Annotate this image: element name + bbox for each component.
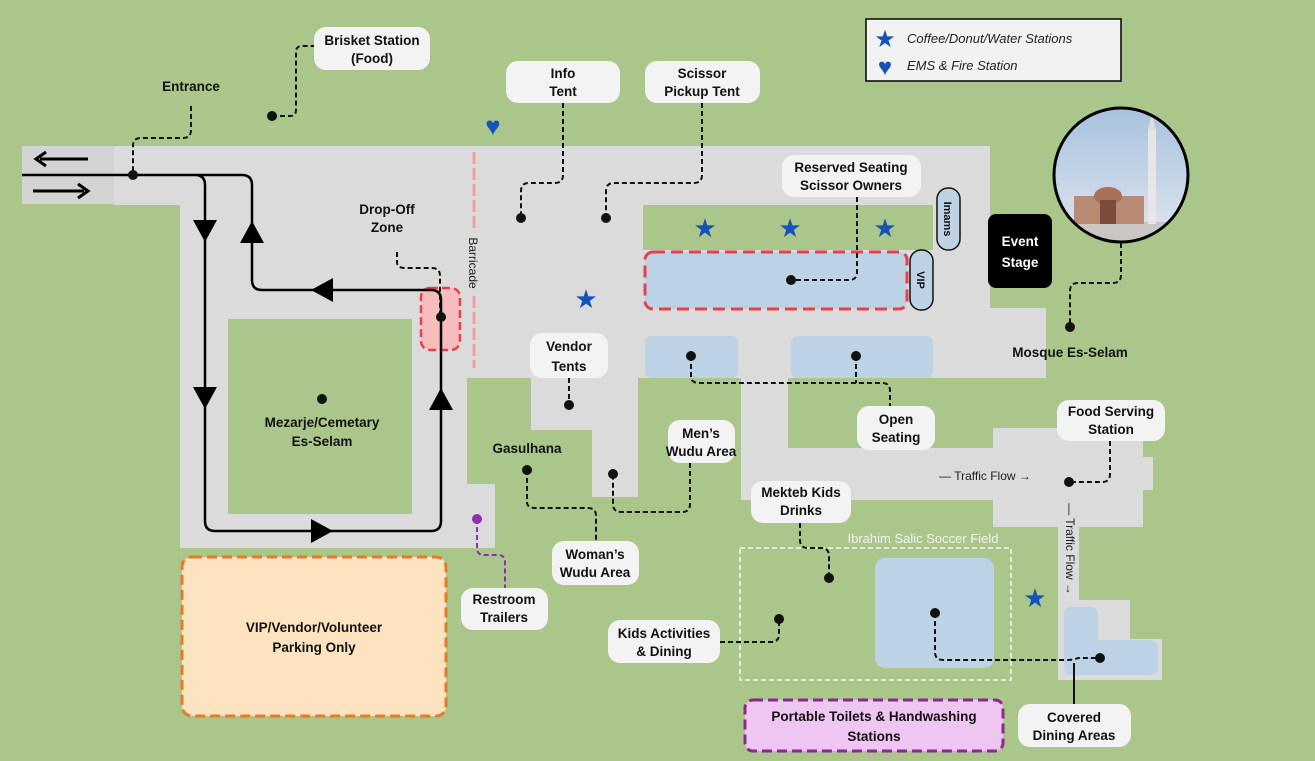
- traffic-flow-horizontal: — Traffic Flow →: [939, 469, 1031, 483]
- star-icon: ★: [574, 285, 597, 314]
- imams-label: Imams: [941, 202, 953, 237]
- svg-text:Brisket Station(Food): Brisket Station(Food): [324, 33, 419, 66]
- event-stage[interactable]: [988, 214, 1052, 288]
- vip-label: VIP: [914, 271, 926, 289]
- leader-dots: [128, 111, 1105, 663]
- svg-text:EMS & Fire Station: EMS & Fire Station: [907, 58, 1018, 73]
- portable-toilets-area[interactable]: [743, 698, 1005, 753]
- soccer-field[interactable]: [739, 547, 1012, 681]
- reserved-seating-area[interactable]: [643, 250, 909, 311]
- traffic-loop: [22, 173, 453, 543]
- svg-text:Coffee/Donut/Water Stations: Coffee/Donut/Water Stations: [907, 31, 1073, 46]
- coffee-stations: ★ ★ ★ ★ ★: [574, 214, 1046, 613]
- svg-text:Kids Activities& Dining: Kids Activities& Dining: [618, 626, 711, 659]
- entrance-label: Entrance: [162, 79, 220, 94]
- legend: ★ Coffee/Donut/Water Stations ♥ EMS & Fi…: [865, 18, 1122, 82]
- mosque-photo: [1052, 106, 1190, 244]
- cemetery-area: [228, 319, 412, 514]
- imams-seating[interactable]: [936, 187, 961, 251]
- star-icon: ★: [873, 214, 896, 243]
- mosque-label: Mosque Es-Selam: [1012, 345, 1128, 360]
- star-icon: ★: [693, 214, 716, 243]
- traffic-flow-vertical: — Traffic Flow →: [1063, 503, 1077, 595]
- star-icon: ★: [1023, 584, 1046, 613]
- soccer-field-label: Ibrahim Salic Soccer Field: [848, 531, 999, 546]
- barricade-label: Barricade: [466, 237, 480, 289]
- station-strip: [643, 205, 933, 250]
- parking-area[interactable]: [180, 555, 448, 718]
- label-kids-activities: Kids Activities& Dining: [608, 620, 720, 663]
- label-brisket-station: Brisket Station(Food): [314, 27, 430, 70]
- open-seating-area-right[interactable]: [791, 336, 933, 378]
- gasulhana-label: Gasulhana: [492, 441, 562, 456]
- star-icon: ★: [778, 214, 801, 243]
- entrance-direction-arrows: [33, 150, 91, 200]
- heart-icon: ♥: [878, 55, 892, 81]
- leader-lines: [132, 45, 1122, 704]
- vip-seating[interactable]: [909, 249, 934, 311]
- star-icon: ★: [874, 27, 896, 53]
- heart-icon: ♥: [485, 112, 500, 141]
